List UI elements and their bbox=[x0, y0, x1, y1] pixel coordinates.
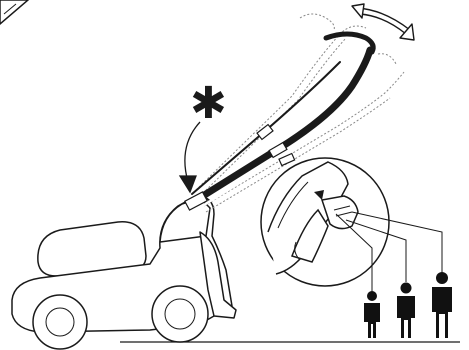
handle-clamps bbox=[184, 123, 296, 211]
front-wheel bbox=[32, 294, 88, 350]
asterisk-annotation: ✱ bbox=[190, 78, 227, 129]
leader-line-medium bbox=[345, 219, 407, 282]
person-icon bbox=[432, 272, 452, 338]
double-headed-arrow-icon bbox=[351, 3, 415, 41]
person-icon bbox=[364, 291, 380, 338]
detail-inner-bracket bbox=[291, 208, 329, 263]
grass-box bbox=[37, 221, 147, 277]
clamp-base bbox=[184, 191, 208, 211]
clamp-lower bbox=[278, 152, 296, 167]
detail-latch bbox=[321, 195, 359, 230]
handle-bar-outer bbox=[186, 46, 374, 208]
ghost-handle-lower bbox=[203, 71, 405, 207]
magnifier-circle-icon bbox=[260, 157, 390, 287]
rear-wheel bbox=[151, 285, 209, 343]
wheels bbox=[32, 285, 209, 350]
detail-notch-arrow bbox=[314, 190, 324, 200]
handle-grip bbox=[323, 31, 376, 55]
clamp-middle bbox=[268, 141, 288, 159]
handle-bar-inner bbox=[194, 90, 364, 212]
pointer-arrow bbox=[178, 121, 201, 194]
leader-lines bbox=[335, 211, 443, 292]
clamp-upper bbox=[256, 123, 274, 141]
corner-tab bbox=[0, 0, 30, 25]
person-icon bbox=[397, 282, 415, 338]
leader-line-tall bbox=[351, 211, 443, 272]
leader-line-short bbox=[335, 213, 373, 292]
rear-flap bbox=[199, 231, 237, 319]
